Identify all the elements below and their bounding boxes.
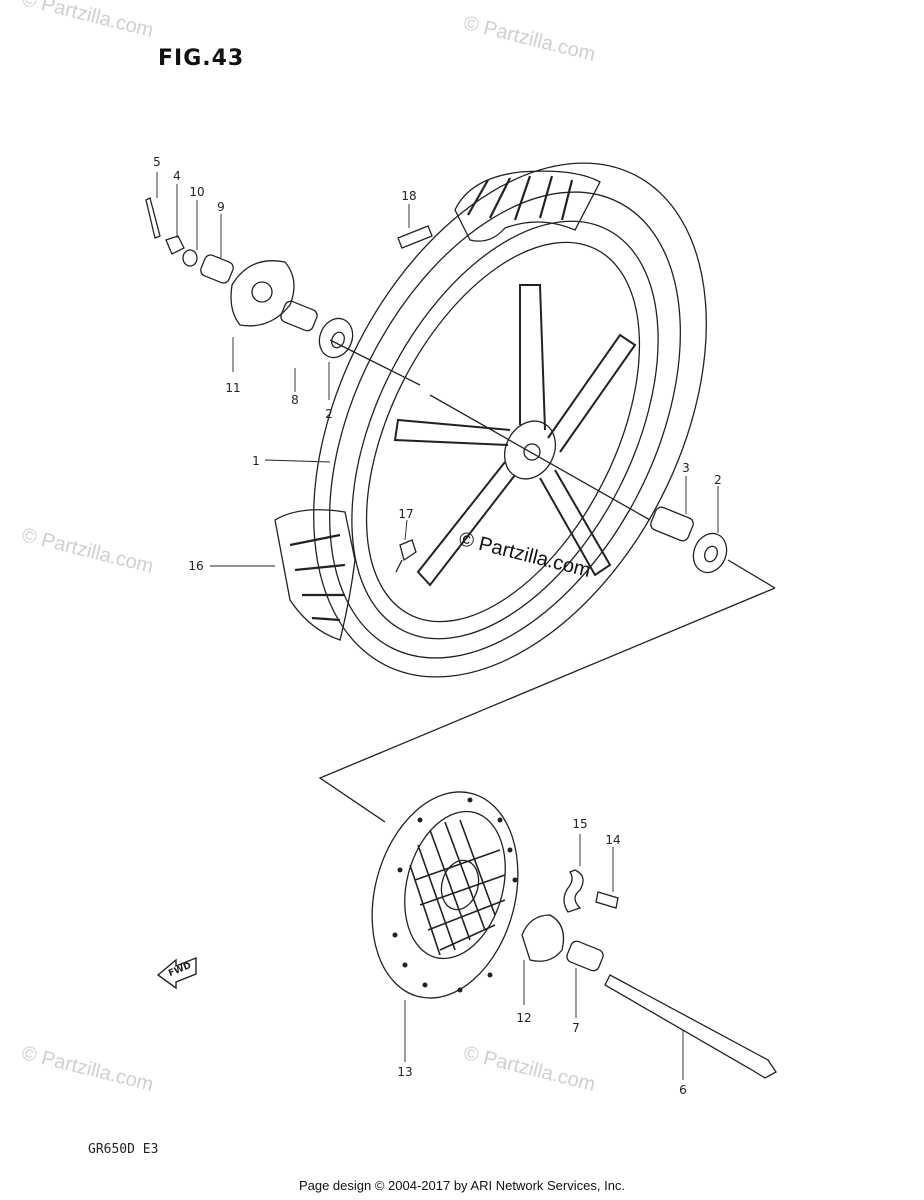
tire[interactable] — [234, 98, 787, 742]
callout-label[interactable]: 14 — [605, 833, 621, 847]
hub-cover-12[interactable] — [521, 914, 565, 962]
axle-4[interactable] — [604, 974, 777, 1079]
bolt-14[interactable] — [595, 891, 619, 909]
callout-label[interactable]: 9 — [217, 200, 225, 214]
hub-bore — [523, 443, 541, 461]
callout-label[interactable]: 6 — [679, 1083, 687, 1097]
washer[interactable] — [182, 249, 198, 267]
callout-label[interactable]: 2 — [714, 473, 722, 487]
assembly-line — [318, 587, 776, 823]
spacer-5[interactable] — [565, 939, 605, 972]
callout-label[interactable]: 5 — [153, 155, 161, 169]
cotter-pin[interactable] — [145, 197, 161, 239]
callout-label[interactable]: 8 — [291, 393, 299, 407]
callout-label[interactable]: 18 — [401, 189, 417, 203]
callout-label[interactable]: 17 — [398, 507, 414, 521]
callout-label[interactable]: 12 — [516, 1011, 532, 1025]
gearbox-11[interactable] — [230, 260, 295, 327]
callout-label[interactable]: 16 — [188, 559, 204, 573]
brake-disc[interactable] — [350, 775, 540, 1014]
rim[interactable] — [289, 171, 721, 688]
callout-label[interactable]: 1 — [252, 454, 260, 468]
spacer-9[interactable] — [199, 253, 235, 285]
tire-inner-edge — [329, 191, 681, 659]
bearing-2b[interactable] — [688, 528, 733, 577]
spacer-3[interactable] — [649, 505, 695, 542]
figure-title: FIG.43 — [158, 46, 245, 71]
rim-inner — [365, 241, 641, 623]
spokes — [393, 284, 637, 587]
callout-label[interactable]: 11 — [225, 381, 241, 395]
model-code: GR650D E3 — [88, 1142, 159, 1157]
balance-weight-18[interactable] — [397, 225, 433, 249]
callout-label[interactable]: 4 — [173, 169, 181, 183]
page-footer: Page design © 2004-2017 by ARI Network S… — [298, 1178, 626, 1193]
tread-bottom — [274, 509, 356, 641]
castle-nut[interactable] — [165, 235, 185, 255]
brake-disc-inner — [404, 810, 506, 960]
callout-label[interactable]: 2 — [325, 407, 333, 421]
callout-label[interactable]: 10 — [189, 185, 205, 199]
bearing-2a[interactable] — [314, 313, 359, 362]
callout-label[interactable]: 13 — [397, 1065, 413, 1079]
valve-17[interactable] — [395, 539, 417, 573]
spacer-8[interactable] — [279, 299, 319, 332]
callout-label[interactable]: 15 — [572, 817, 588, 831]
clip-15[interactable] — [563, 869, 584, 913]
callout-label[interactable]: 7 — [572, 1021, 580, 1035]
fwd-arrow-icon — [156, 956, 197, 990]
callout-label[interactable]: 3 — [682, 461, 690, 475]
hub[interactable] — [495, 412, 565, 487]
tread-top — [454, 170, 601, 242]
